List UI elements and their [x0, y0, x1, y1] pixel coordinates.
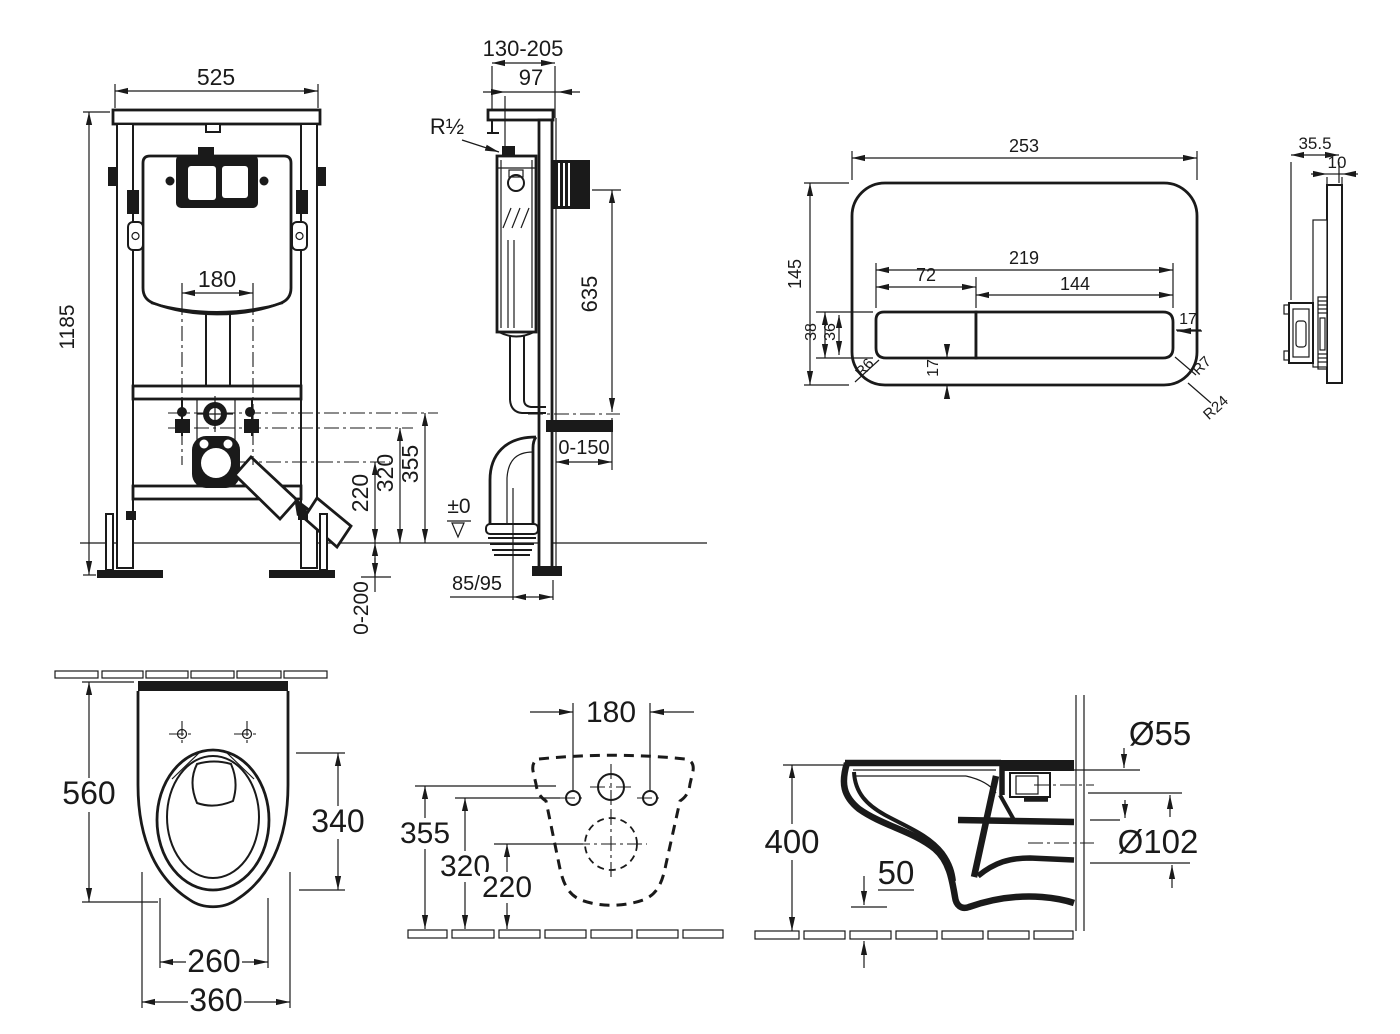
- bowl-rim-inner: [166, 755, 260, 879]
- small-flush-button: [874, 310, 978, 360]
- template-h-fix-dim: 355: [400, 817, 450, 850]
- pan-length-dim: 560: [62, 775, 115, 811]
- bowl-inner-profile: [852, 771, 956, 882]
- cistern-side: [495, 154, 538, 334]
- drain-opening: [201, 448, 231, 478]
- large-button-dim: 144: [1060, 274, 1090, 294]
- flush-button-large-window: [222, 166, 248, 198]
- plate-thickness-dim: 10: [1328, 153, 1347, 172]
- left-foot-plate: [97, 570, 163, 578]
- drain-height-dim: 220: [347, 474, 373, 512]
- frame-width-dim: 525: [197, 64, 235, 90]
- clearance-dim: 50: [878, 854, 915, 891]
- bowl-rim-outer: [155, 748, 271, 892]
- bowl-length-dim: 340: [311, 803, 364, 839]
- plate-profile: [1326, 184, 1343, 384]
- right-foot-plate: [269, 570, 335, 578]
- frame-rail-side: [537, 118, 554, 570]
- outlet-height-dim: 320: [372, 454, 398, 492]
- depth-range-dim: 130-205: [483, 36, 564, 61]
- panel-width-dim: 219: [1009, 248, 1039, 268]
- pan-height-dim: 400: [764, 823, 819, 860]
- depth-front-dim: 97: [519, 65, 543, 90]
- margin-bottom-dim: 17: [925, 359, 942, 377]
- fill-valve: [507, 174, 525, 192]
- pan-top-view: 560 340 260 360: [54, 670, 365, 1018]
- fixing-height-dim: 355: [397, 445, 423, 483]
- pan-outer-profile: [840, 762, 1076, 912]
- water-surface: [191, 760, 237, 807]
- small-button-dim: 72: [916, 265, 936, 285]
- water-connection-label: R½: [430, 114, 464, 139]
- wall-bracket: [486, 108, 555, 122]
- pan-rear-edge: [138, 681, 288, 691]
- pan-side-view: 400 50 Ø55 Ø102: [754, 695, 1199, 968]
- flush-button-small-window: [188, 166, 216, 200]
- leg-adjust-dim: 0-200: [350, 581, 373, 635]
- outlet-bottom: [976, 855, 1075, 879]
- frame-top-rail: [111, 108, 322, 126]
- inlet-connection: [1000, 760, 1074, 771]
- flush-plate-front-view: 253 145 219 72 144 38 36 17 17 R6 R7 R24: [785, 136, 1232, 423]
- template-spread-dim: 180: [586, 696, 636, 729]
- offset-range-dim: 0-150: [558, 437, 609, 459]
- inlet-diameter-dim: Ø55: [1129, 715, 1191, 752]
- pan-width-inner-dim: 260: [187, 943, 240, 979]
- pan-outlet-stub: [546, 420, 613, 432]
- drain-bend: [488, 435, 537, 524]
- plate-height-dim: 145: [785, 259, 805, 289]
- frame-side-view: 130-205 97 R½ 635 0-150 ±0 85/95: [430, 36, 621, 601]
- drain-elbow-upper: [233, 454, 299, 522]
- frame-mid-rail: [131, 384, 303, 401]
- outlet-diameter-dim: Ø102: [1118, 823, 1199, 860]
- pan-width-outer-dim: 360: [189, 982, 242, 1018]
- margin-right-dim: 17: [1179, 311, 1197, 328]
- button-h-outer-dim: 38: [803, 323, 820, 341]
- flush-height-dim: 635: [577, 276, 602, 313]
- frame-front-view: 525 1185 180 355 320 220 0-200: [56, 64, 707, 635]
- frame-height-dim: 1185: [56, 304, 79, 349]
- plate-width-dim: 253: [1009, 136, 1039, 156]
- plate-depth-dim: 35.5: [1298, 134, 1331, 153]
- outlet-top: [957, 816, 1075, 826]
- button-h-inner-dim: 36: [822, 323, 839, 341]
- water-connection-fitting: [502, 146, 515, 157]
- drain-offset-dim: 85/95: [452, 573, 502, 595]
- bowl-back-wall: [970, 775, 1000, 878]
- flush-plate-side-view: 35.5 10: [1283, 134, 1358, 384]
- large-flush-button: [974, 310, 1175, 360]
- flush-pipe-spread-dim: 180: [198, 266, 236, 292]
- pan-mounting-template-view: 180 355 320 220: [398, 696, 724, 939]
- template-h-drain-dim: 220: [482, 871, 532, 904]
- floor-level-label: ±0: [447, 495, 470, 518]
